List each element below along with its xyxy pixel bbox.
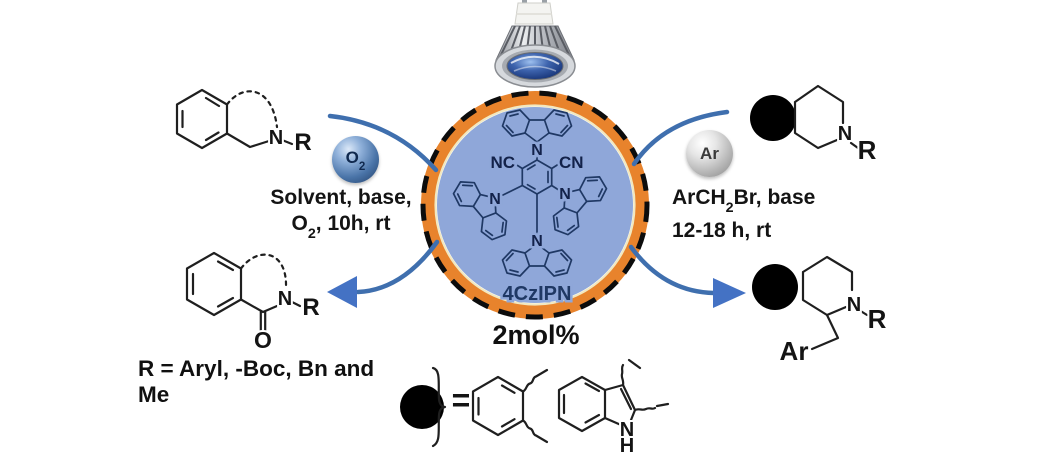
- wavy-bond: [620, 358, 642, 387]
- benzene-ring: [185, 251, 243, 317]
- right-reactant-structure: N R: [750, 84, 879, 167]
- n-label: N: [838, 123, 852, 145]
- molecule-4czipn: [447, 109, 613, 277]
- dashed-variable-ring: [225, 90, 279, 129]
- legend-indole: N H: [557, 358, 670, 455]
- nc-label: NC: [490, 153, 515, 172]
- right-conditions-line2: 12-18 h, rt: [672, 219, 772, 243]
- right-conditions-line1: ArCH2Br, base: [672, 186, 816, 217]
- n-label-left: N: [489, 191, 501, 208]
- wavy-bond: [521, 368, 549, 393]
- left-conditions-line2: O2, 10h, rt: [291, 212, 391, 243]
- arrowhead-left: [327, 276, 357, 308]
- left-conditions-line1: Solvent, base,: [270, 186, 412, 209]
- catalyst-loading: 2mol%: [492, 320, 580, 350]
- legend-benzene: [471, 368, 549, 444]
- dashed-border: [420, 90, 650, 320]
- o2-sphere-label: O2: [345, 148, 366, 174]
- left-conditions: Solvent, base, O2, 10h, rt: [260, 185, 422, 244]
- left-reactant-structure: N R: [175, 88, 314, 158]
- blue-led-lamp: [494, 0, 576, 88]
- r-label: R: [302, 294, 319, 321]
- dashed-variable-ring: [752, 264, 798, 310]
- r-label: R: [868, 304, 887, 334]
- ar-label: Ar: [780, 336, 809, 366]
- orange-ring: [421, 91, 649, 319]
- catalyst-name: 4CzIPN: [503, 283, 572, 305]
- r-label: R: [858, 135, 877, 165]
- ar-sphere: Ar: [686, 130, 733, 177]
- o2-sphere: O2: [332, 136, 379, 183]
- benzene-ring: [175, 88, 229, 150]
- blue-disc: [437, 107, 633, 303]
- o-label: O: [254, 327, 272, 353]
- right-product-structure: N R Ar: [752, 255, 889, 368]
- n-label: N: [269, 127, 283, 149]
- n-label-top: N: [531, 142, 543, 159]
- dashed-ring-symbol: [400, 385, 444, 429]
- left-product-structure: O N R: [185, 251, 322, 355]
- indole-n-label: N: [620, 419, 634, 441]
- right-conditions: ArCH2Br, base 12-18 h, rt: [672, 185, 862, 244]
- dashed-variable-ring: [750, 95, 796, 141]
- ar-sphere-label: Ar: [700, 143, 719, 163]
- wavy-bond: [521, 419, 549, 444]
- carbonyl-double-bond: [259, 310, 267, 333]
- cream-inner-line: [434, 104, 636, 306]
- indole-h-label: H: [620, 435, 634, 455]
- catalyst-circle: NC CN N N N N 4CzIPN: [420, 90, 650, 320]
- equals-sign: =: [452, 382, 471, 418]
- curly-brace: [431, 366, 447, 448]
- n-label-right: N: [559, 186, 571, 203]
- cn-label: CN: [559, 153, 584, 172]
- n-label-bottom: N: [531, 233, 543, 250]
- variable-ring-legend: = N H: [400, 358, 670, 455]
- wavy-bond: [633, 402, 670, 412]
- dashed-variable-ring: [239, 253, 288, 289]
- n-label: N: [847, 294, 861, 316]
- r-label: R: [294, 129, 311, 156]
- r-definition-text: R = Aryl, -Boc, Bn and Me: [138, 356, 375, 407]
- n-label: N: [278, 288, 292, 310]
